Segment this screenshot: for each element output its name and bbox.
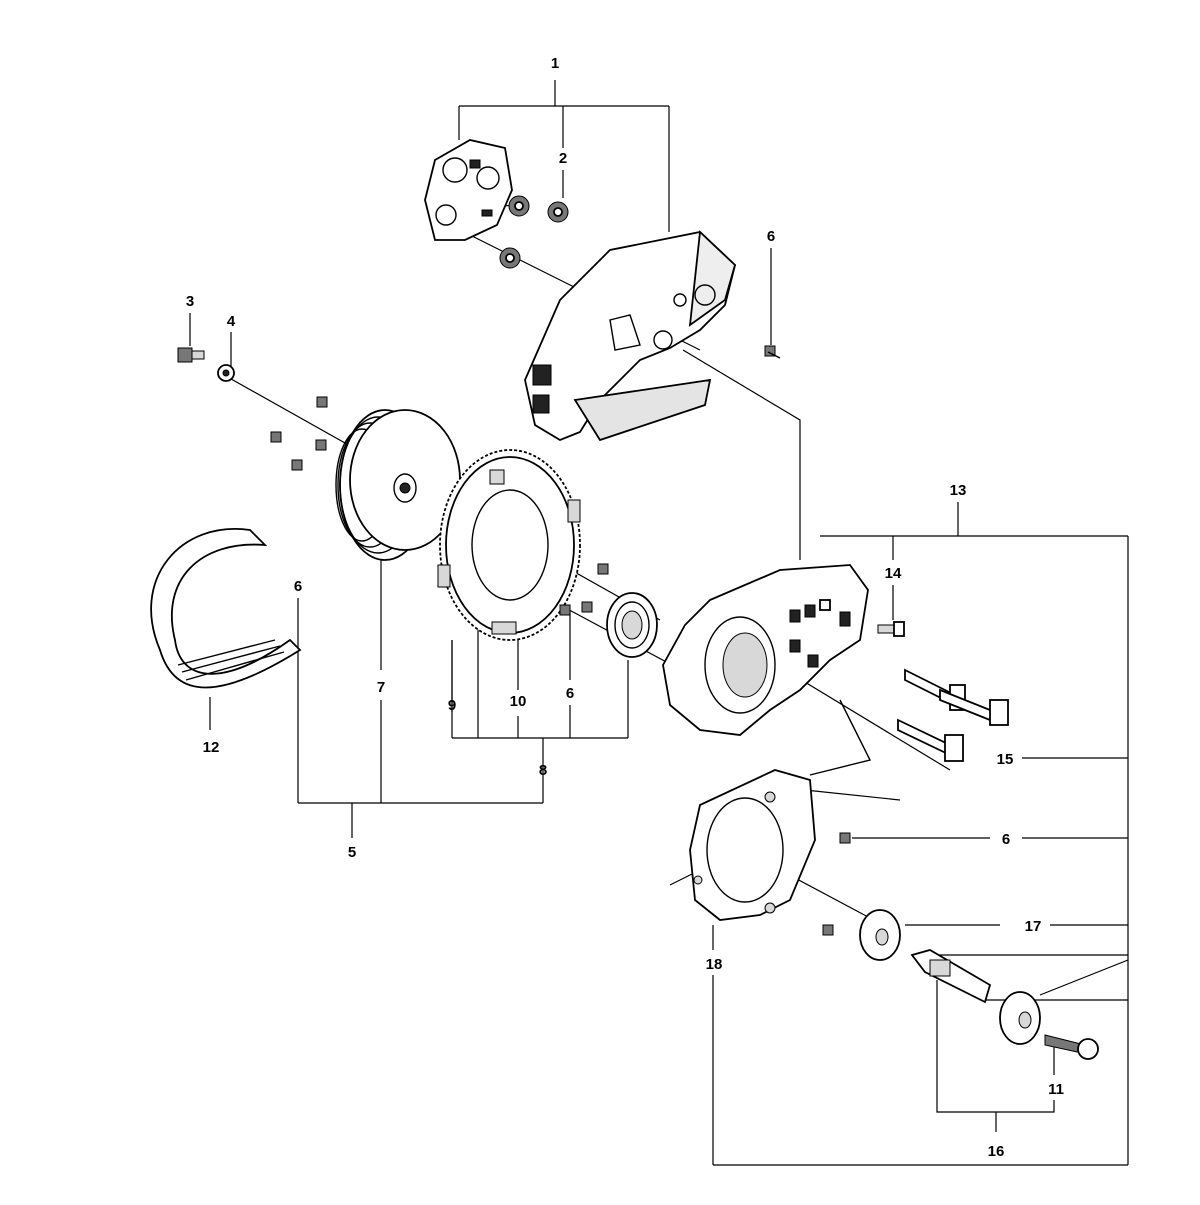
part-16-shaft — [910, 949, 992, 1004]
part-12-belt — [150, 528, 302, 689]
part-9-10-clutch-plate — [437, 449, 581, 641]
part-11-bolt — [1044, 1034, 1099, 1060]
callout-5: 5 — [348, 844, 356, 861]
callout-6c: 6 — [566, 685, 574, 702]
part-14-screw — [877, 621, 905, 637]
callout-13: 13 — [950, 482, 967, 499]
part-1-cover-plate — [424, 139, 513, 241]
bushing-c — [499, 247, 521, 269]
callout-2: 2 — [559, 150, 567, 167]
part-13-housing — [662, 564, 869, 736]
screw-top — [764, 345, 781, 359]
bushing-b — [547, 201, 569, 223]
screws-plate — [559, 563, 609, 616]
callout-11: 11 — [1048, 1081, 1064, 1098]
screws-plate-18 — [822, 832, 851, 936]
screws-pulley — [270, 396, 328, 471]
callout-12: 12 — [203, 739, 220, 756]
part-17-spacer — [859, 909, 901, 961]
part-1-belt-guard — [524, 230, 737, 442]
callout-7: 7 — [377, 679, 385, 696]
callout-14: 14 — [885, 565, 902, 582]
callout-18: 18 — [706, 956, 723, 973]
part-3-bolt — [177, 347, 205, 363]
callout-4: 4 — [227, 313, 236, 330]
callout-3: 3 — [186, 293, 194, 310]
bushing-a — [508, 195, 530, 217]
callout-10: 10 — [510, 693, 527, 710]
part-15-tbolts — [897, 668, 1009, 762]
callout-6b: 6 — [294, 578, 302, 595]
callout-8: 8 — [539, 762, 547, 779]
part-7-pulley — [335, 409, 461, 561]
callout-1: 1 — [551, 55, 559, 72]
callout-17: 17 — [1025, 918, 1042, 935]
callout-labels: 1 2 3 4 5 6 6 6 6 7 8 9 10 11 12 13 14 1… — [186, 55, 1064, 1160]
callout-16: 16 — [988, 1143, 1005, 1160]
part-16-spacer — [999, 991, 1041, 1045]
housing-shadow — [809, 699, 872, 776]
part-4-washer — [217, 364, 235, 382]
callout-6d: 6 — [1002, 831, 1010, 848]
part-2-bushings — [499, 195, 569, 269]
callout-15: 15 — [997, 751, 1014, 768]
part-8-bearing-seal — [606, 592, 658, 658]
callout-6a: 6 — [767, 228, 775, 245]
part-18-plate — [689, 769, 816, 921]
callout-9: 9 — [448, 697, 456, 714]
